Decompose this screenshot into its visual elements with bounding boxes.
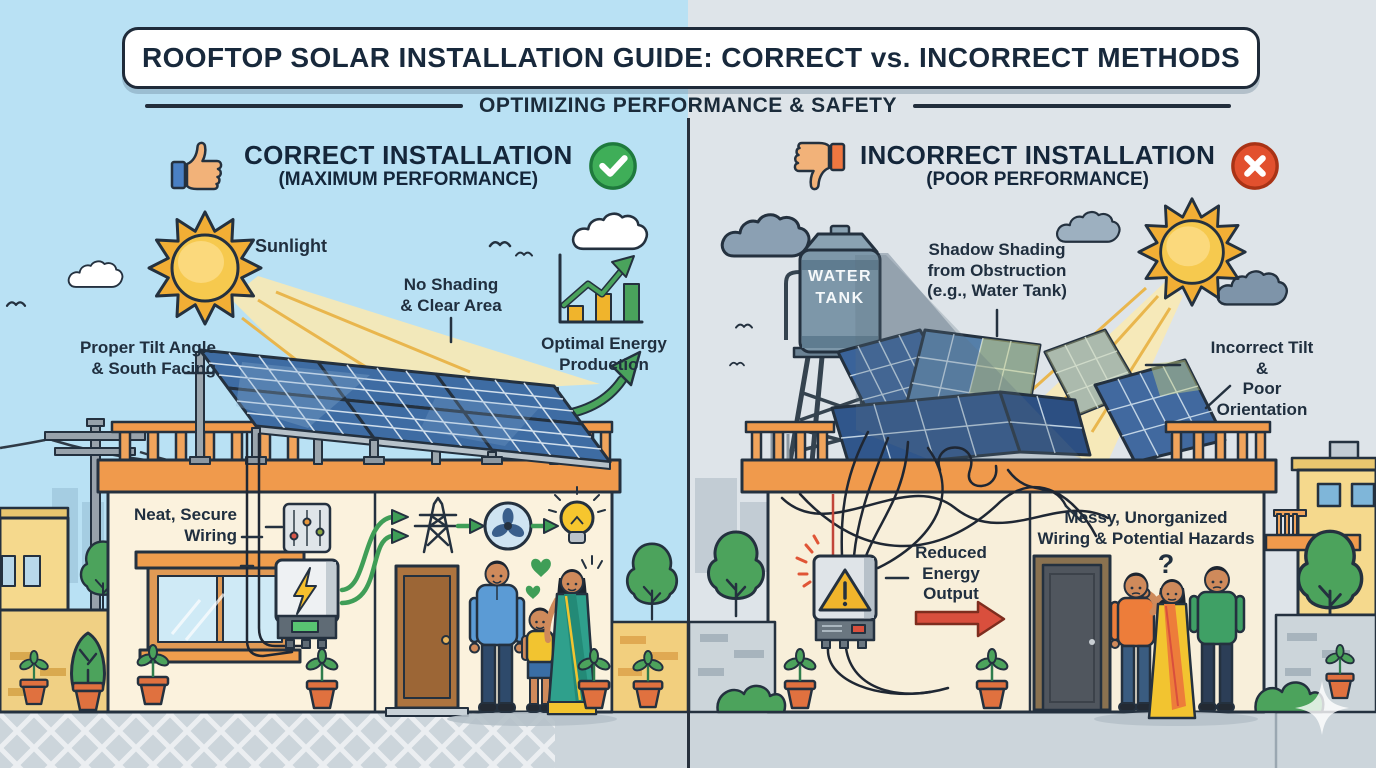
reduced-output-arrow-icon bbox=[914, 600, 1006, 638]
pointer-wiring-left bbox=[240, 525, 284, 539]
right-scene bbox=[687, 197, 1376, 726]
father-figure bbox=[468, 560, 526, 713]
solar-array-incorrect bbox=[830, 255, 1227, 470]
energy-flow bbox=[339, 486, 606, 606]
man-green-figure bbox=[1188, 566, 1246, 712]
happy-family bbox=[447, 560, 617, 726]
pointer-messy bbox=[1064, 504, 1082, 522]
incorrect-subheading: (POOR PERFORMANCE) bbox=[926, 168, 1149, 190]
heart-icon bbox=[531, 558, 551, 577]
label-sunlight: Sunlight bbox=[255, 236, 327, 256]
door-left bbox=[385, 564, 469, 717]
door-right bbox=[1032, 554, 1112, 712]
man-orange-figure bbox=[1109, 572, 1160, 712]
subtitle-rule-left bbox=[144, 104, 463, 108]
label-incorrect-tilt: Incorrect Tilt & Poor Orientation bbox=[1210, 338, 1314, 420]
check-circle-icon bbox=[588, 142, 637, 190]
thumbs-down-icon bbox=[793, 141, 846, 191]
label-water-tank: WATER TANK bbox=[807, 268, 873, 307]
neat-wiring bbox=[239, 432, 304, 658]
label-neat-wiring: Neat, Secure Wiring bbox=[134, 505, 237, 545]
correct-heading: CORRECT INSTALLATION bbox=[244, 140, 573, 171]
subtitle-row: OPTIMIZING PERFORMANCE & SAFETY bbox=[0, 94, 1376, 118]
bar-chart-icon bbox=[558, 253, 644, 324]
lightbulb-icon bbox=[548, 486, 606, 544]
page-subtitle: OPTIMIZING PERFORMANCE & SAFETY bbox=[478, 94, 897, 117]
faulty-inverter-icon bbox=[795, 534, 878, 649]
label-reduced-output: Reduced Energy Output bbox=[915, 543, 987, 604]
confused-family bbox=[1094, 566, 1258, 726]
solar-array-correct bbox=[189, 348, 612, 470]
cone-tree-icon bbox=[70, 631, 106, 712]
heart-icon bbox=[525, 585, 541, 599]
woman-saree-figure bbox=[1147, 579, 1197, 720]
label-proper-tilt: Proper Tilt Angle & South Facing bbox=[79, 338, 216, 378]
inverter-icon bbox=[274, 558, 340, 649]
incorrect-heading: INCORRECT INSTALLATION bbox=[860, 140, 1216, 171]
question-mark: ? bbox=[1157, 549, 1175, 579]
messy-wiring bbox=[780, 430, 1110, 696]
fan-icon bbox=[483, 501, 533, 551]
label-optimal-energy: Optimal Energy Production bbox=[541, 334, 667, 374]
label-no-shading: No Shading & Clear Area bbox=[400, 275, 502, 315]
x-circle-icon bbox=[1231, 142, 1280, 190]
correct-header: CORRECT INSTALLATION (MAXIMUM PERFORMANC… bbox=[170, 136, 639, 196]
pointer-tilt-right bbox=[1144, 363, 1232, 410]
label-shadow-shading: Shadow Shading from Obstruction (e.g., W… bbox=[927, 240, 1067, 301]
control-panel-icon bbox=[282, 502, 332, 554]
correct-subheading: (MAXIMUM PERFORMANCE) bbox=[278, 168, 539, 190]
subtitle-rule-right bbox=[913, 104, 1231, 108]
bush-icon bbox=[716, 684, 787, 714]
page-title: ROOFTOP SOLAR INSTALLATION GUIDE: CORREC… bbox=[141, 42, 1241, 73]
left-scene bbox=[0, 210, 690, 726]
incorrect-header: INCORRECT INSTALLATION (POOR PERFORMANCE… bbox=[786, 136, 1281, 196]
transmission-tower-icon bbox=[413, 496, 463, 554]
panel-divider bbox=[687, 118, 690, 768]
roof-left bbox=[96, 420, 622, 494]
sparkle-watermark-icon bbox=[1295, 681, 1349, 735]
neighbor-building-right bbox=[1264, 440, 1376, 630]
title-banner: ROOFTOP SOLAR INSTALLATION GUIDE: CORREC… bbox=[122, 27, 1260, 89]
label-messy-wiring: Messy, Unorganized Wiring & Potential Ha… bbox=[1037, 508, 1255, 548]
mother-figure bbox=[544, 569, 598, 716]
roof-right bbox=[740, 420, 1278, 494]
thumbs-up-icon bbox=[170, 141, 223, 191]
